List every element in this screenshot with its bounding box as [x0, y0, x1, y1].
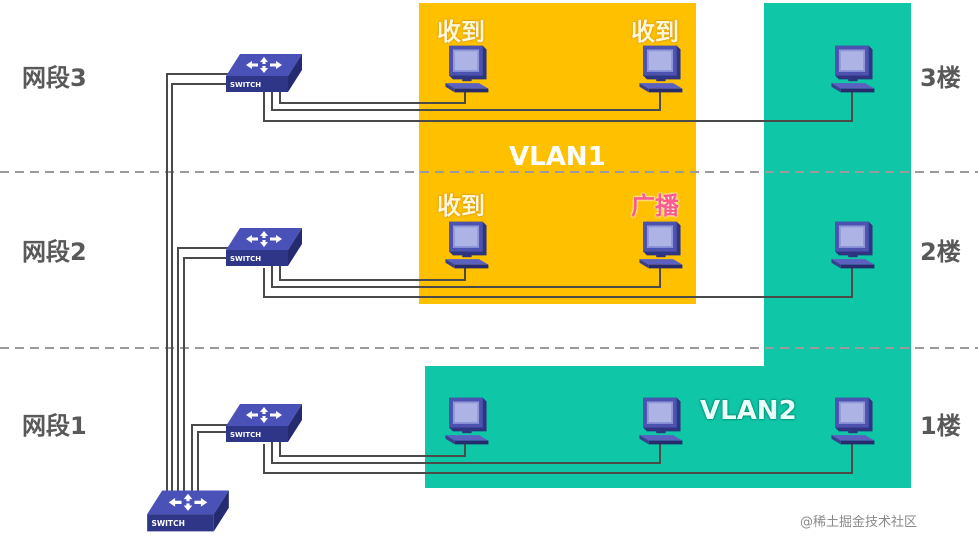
pc-tag-broadcast-f2-b: 广播	[631, 192, 679, 220]
switch-core	[147, 490, 229, 532]
watermark: @稀土掘金技术社区	[800, 515, 918, 530]
pc-tag-received-f3-a: 收到	[437, 18, 485, 46]
floor-label-2: 2楼	[920, 238, 961, 266]
segment-label-3: 网段3	[22, 64, 87, 92]
pc-icon-f2-b	[639, 221, 683, 269]
pc-icon-f1-c	[831, 397, 875, 445]
switch-floor1	[226, 404, 302, 442]
pc-tag-received-f2-a: 收到	[437, 192, 485, 220]
pc-icon-f3-c	[831, 45, 875, 93]
switch-floor2	[226, 228, 302, 266]
vlan1-label: VLAN1	[509, 142, 606, 172]
pc-icon-f1-b	[639, 397, 683, 445]
segment-label-1: 网段1	[22, 412, 87, 440]
floor-label-3: 3楼	[920, 64, 961, 92]
switch-floor3	[226, 54, 302, 92]
pc-icon-f1-a	[445, 397, 489, 445]
vlan2-label: VLAN2	[700, 396, 797, 426]
pc-icon-f2-c	[831, 221, 875, 269]
pc-icon-f2-a	[445, 221, 489, 269]
segment-label-2: 网段2	[22, 238, 87, 266]
pc-cables	[263, 86, 853, 474]
floor-label-1: 1楼	[920, 412, 961, 440]
uplink-cables	[166, 73, 228, 500]
pc-tag-received-f3-b: 收到	[631, 18, 679, 46]
pc-icon-f3-a	[445, 45, 489, 93]
vlan2-region	[425, 3, 911, 488]
pc-icon-f3-b	[639, 45, 683, 93]
